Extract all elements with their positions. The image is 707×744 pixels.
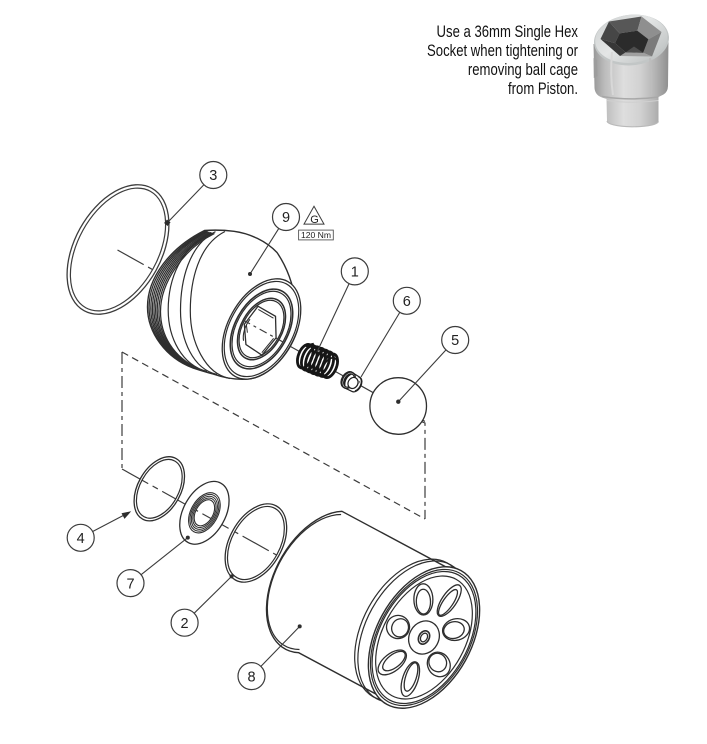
svg-text:3: 3 <box>209 168 217 184</box>
svg-text:120 Nm: 120 Nm <box>301 230 331 240</box>
svg-text:9: 9 <box>282 210 290 226</box>
svg-text:7: 7 <box>126 576 134 592</box>
svg-text:5: 5 <box>451 333 459 349</box>
svg-text:6: 6 <box>403 294 411 310</box>
svg-text:4: 4 <box>77 531 85 547</box>
svg-text:2: 2 <box>181 616 189 632</box>
svg-text:1: 1 <box>351 265 359 281</box>
svg-text:G: G <box>310 214 319 226</box>
svg-text:8: 8 <box>247 669 255 685</box>
